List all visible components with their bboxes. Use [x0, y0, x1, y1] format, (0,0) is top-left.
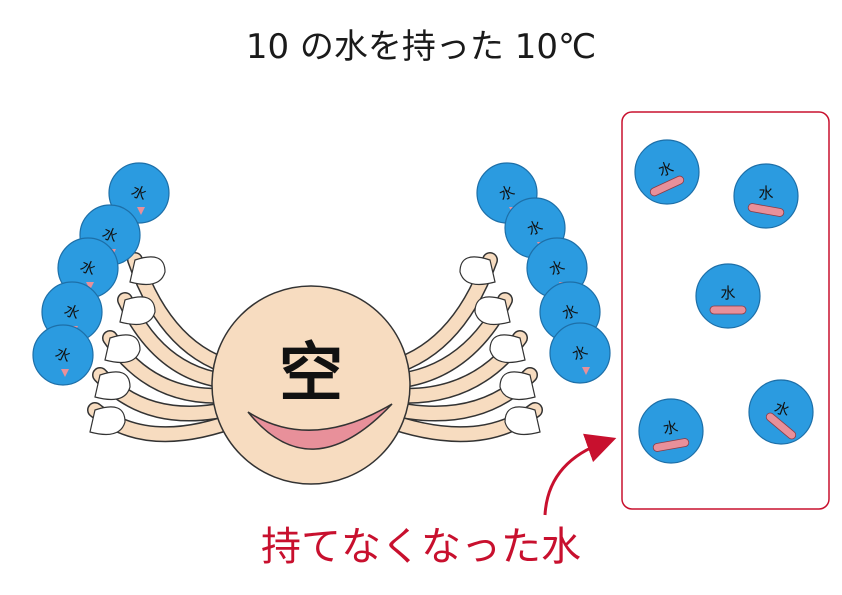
molecule-arm	[710, 306, 746, 314]
hand	[490, 335, 525, 363]
free-molecule: 水	[639, 399, 703, 463]
hand	[460, 257, 495, 285]
hand	[90, 407, 125, 435]
molecule-label: 水	[720, 284, 735, 302]
hand	[130, 257, 165, 285]
hand	[475, 297, 510, 325]
title: 10 の水を持った 10℃	[246, 27, 596, 67]
arrow	[545, 442, 605, 515]
molecule-label: 水	[758, 184, 773, 202]
held-molecule: 水	[550, 323, 610, 383]
hand	[105, 335, 140, 363]
free-molecule: 水	[635, 140, 699, 204]
hand	[500, 372, 535, 400]
free-molecule: 水	[749, 380, 813, 444]
hand	[120, 297, 155, 325]
hand	[505, 407, 540, 435]
center-label: 空	[279, 337, 343, 411]
free-molecule: 水	[696, 264, 760, 328]
free-molecule: 水	[734, 164, 798, 228]
body: 空	[212, 286, 410, 484]
hand	[95, 372, 130, 400]
molecule-label: 水	[662, 418, 680, 438]
held-molecule: 水	[33, 325, 93, 385]
caption: 持てなくなった水	[261, 524, 581, 570]
